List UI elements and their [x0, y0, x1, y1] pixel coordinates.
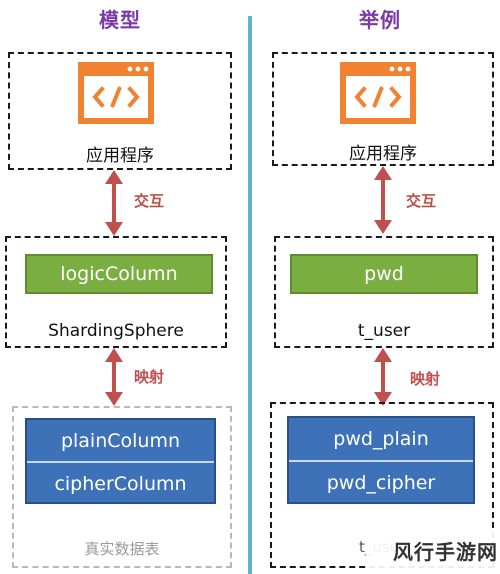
left-storage-columns: plainColumn cipherColumn — [25, 418, 216, 504]
right-storage-columns: pwd_plain pwd_cipher — [287, 416, 475, 504]
right-app-label: 应用程序 — [349, 144, 417, 164]
left-app-box — [8, 52, 232, 170]
left-table-label: 真实数据表 — [84, 540, 160, 558]
double-arrow-icon — [105, 170, 123, 236]
double-arrow-icon — [374, 348, 392, 406]
left-app-label: 应用程序 — [86, 146, 154, 166]
left-header: 模型 — [99, 8, 141, 32]
right-header: 举例 — [359, 8, 401, 32]
watermark-text: 风行手游网 — [393, 539, 498, 564]
column-separator — [289, 460, 473, 462]
left-cipher-column: cipherColumn — [54, 472, 187, 495]
left-storage-box — [12, 406, 232, 568]
right-plain-column: pwd_plain — [333, 428, 429, 450]
double-arrow-icon — [374, 166, 392, 234]
right-cipher-column: pwd_cipher — [326, 472, 436, 494]
column-separator — [27, 461, 214, 463]
right-mapping-label: 映射 — [410, 370, 441, 388]
right-logic-column: pwd — [290, 254, 478, 294]
watermark: 风行手游网 — [366, 530, 498, 570]
code-window-icon — [340, 62, 416, 124]
left-interaction-label: 交互 — [134, 192, 165, 210]
center-divider — [248, 16, 252, 574]
left-mapping-label: 映射 — [134, 368, 165, 386]
code-window-icon — [78, 62, 154, 124]
left-middleware-box — [5, 236, 227, 348]
right-interaction-label: 交互 — [406, 192, 437, 210]
right-app-box — [272, 52, 494, 166]
right-middleware-box — [274, 236, 494, 348]
double-arrow-icon — [105, 348, 123, 406]
right-middleware-name: t_user — [357, 321, 411, 341]
left-logic-column: logicColumn — [25, 254, 213, 294]
left-plain-column: plainColumn — [60, 429, 181, 452]
left-middleware-name: ShardingSphere — [48, 321, 184, 341]
